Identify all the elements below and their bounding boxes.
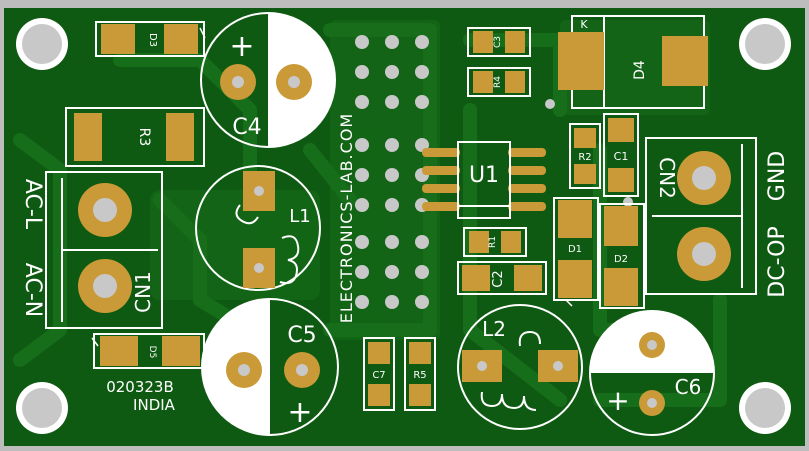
component-c7: C7	[363, 337, 395, 411]
component-r5: R5	[404, 337, 436, 411]
via	[385, 168, 399, 182]
label-d3: D3	[147, 33, 158, 47]
via	[355, 198, 369, 212]
label-r3: R3	[136, 128, 152, 147]
via	[385, 65, 399, 79]
component-r4: R4	[467, 67, 531, 97]
label-dc-op: DC-OP	[765, 226, 790, 297]
via	[415, 35, 429, 49]
label-c1: C1	[614, 150, 629, 163]
via	[385, 295, 399, 309]
label-l1: L1	[289, 206, 310, 227]
label-c4: C4	[232, 115, 261, 140]
via	[623, 197, 633, 207]
label-c7: C7	[372, 370, 385, 381]
component-c3: C3	[467, 27, 531, 57]
via-grid	[355, 35, 429, 309]
component-d5: D5	[91, 333, 205, 369]
component-l1: L1	[195, 165, 321, 291]
label-u1: U1	[469, 163, 499, 188]
label-r1: R1	[488, 236, 498, 248]
component-c2: C2	[457, 261, 547, 295]
component-cn1: CN1	[45, 171, 163, 329]
via	[355, 138, 369, 152]
label-c6: C6	[675, 375, 702, 399]
via	[355, 65, 369, 79]
component-c4: + C4	[200, 12, 336, 148]
via	[355, 35, 369, 49]
label-r4: R4	[493, 76, 503, 88]
mounting-holes	[16, 18, 791, 434]
label-ac-n: AC-N	[20, 263, 45, 317]
label-d4-k: K	[580, 18, 588, 31]
label-d1: D1	[568, 244, 582, 255]
label-d5: D5	[147, 346, 157, 359]
via	[355, 295, 369, 309]
via	[385, 138, 399, 152]
via	[415, 235, 429, 249]
label-brand: ELECTRONICS-LAB.COM	[337, 113, 356, 323]
label-cn1: CN1	[131, 271, 155, 313]
label-gnd: GND	[765, 151, 790, 201]
label-c2: C2	[491, 270, 506, 287]
via	[385, 35, 399, 49]
component-c6: + C6	[589, 310, 715, 436]
label-cn2: CN2	[655, 157, 679, 199]
via	[415, 295, 429, 309]
component-r1: R1	[463, 227, 527, 257]
via	[545, 99, 555, 109]
component-d4: K D4	[558, 15, 708, 109]
via	[415, 265, 429, 279]
component-r2: R2	[569, 123, 601, 189]
component-c5: C5 +	[201, 298, 339, 436]
label-c4-plus: +	[229, 29, 254, 64]
component-u1: U1	[422, 141, 546, 219]
label-c5: C5	[287, 323, 316, 348]
label-country: INDIA	[133, 396, 176, 414]
label-c6-plus: +	[606, 384, 629, 417]
component-d2: D2	[599, 203, 645, 309]
via	[385, 235, 399, 249]
label-r5: R5	[413, 370, 426, 381]
component-d1: D1	[553, 197, 599, 307]
via	[385, 95, 399, 109]
label-ac-l: AC-L	[20, 179, 45, 230]
via	[385, 198, 399, 212]
via	[355, 265, 369, 279]
via	[415, 65, 429, 79]
component-r3: R3	[65, 107, 205, 167]
component-d3: D3	[95, 21, 206, 57]
component-c1: C1	[603, 113, 639, 197]
via	[355, 235, 369, 249]
label-board-code: 020323B	[106, 378, 174, 396]
label-c3: C3	[493, 36, 503, 48]
component-l2: L2	[457, 304, 583, 430]
label-r2: R2	[578, 152, 591, 163]
component-cn2: CN2	[645, 137, 757, 295]
via	[415, 95, 429, 109]
via	[355, 95, 369, 109]
label-l2: L2	[482, 317, 506, 341]
label-c5-plus: +	[287, 395, 312, 430]
via	[355, 168, 369, 182]
via	[385, 265, 399, 279]
label-d2: D2	[614, 254, 628, 265]
label-d4: D4	[632, 60, 648, 80]
